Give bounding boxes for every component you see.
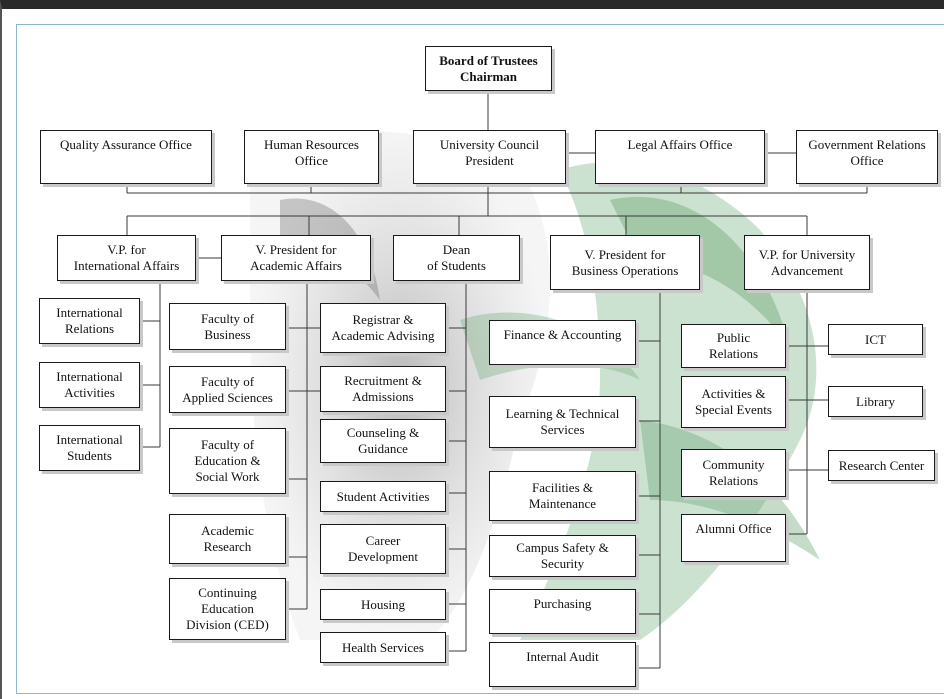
faculty-business-box: Faculty of Business — [169, 303, 286, 350]
board-of-trustees-box: Board of Trustees Chairman — [425, 46, 552, 91]
human-resources-box: Human Resources Office — [244, 130, 379, 184]
research-center-box: Research Center — [828, 450, 935, 481]
counseling-box: Counseling & Guidance — [320, 419, 446, 463]
learning-technical-box: Learning & Technical Services — [489, 396, 636, 448]
quality-assurance-box: Quality Assurance Office — [40, 130, 212, 184]
faculty-applied-sciences-box: Faculty of Applied Sciences — [169, 366, 286, 413]
government-relations-box: Government Relations Office — [796, 130, 938, 184]
academic-research-box: Academic Research — [169, 514, 286, 564]
career-development-box: Career Development — [320, 524, 446, 574]
vp-academic-box: V. President for Academic Affairs — [221, 235, 371, 281]
internal-audit-box: Internal Audit — [489, 642, 636, 687]
special-events-box: Activities & Special Events — [681, 376, 786, 428]
continuing-education-box: Continuing Education Division (CED) — [169, 578, 286, 640]
chart-panel — [16, 24, 944, 694]
housing-box: Housing — [320, 589, 446, 620]
legal-affairs-box: Legal Affairs Office — [595, 130, 765, 184]
vp-advancement-box: V.P. for University Advancement — [744, 235, 870, 290]
finance-accounting-box: Finance & Accounting — [489, 320, 636, 365]
alumni-office-box: Alumni Office — [681, 514, 786, 562]
community-relations-box: Community Relations — [681, 449, 786, 497]
dean-of-students-box: Dean of Students — [393, 235, 520, 281]
purchasing-box: Purchasing — [489, 589, 636, 634]
international-relations-box: International Relations — [39, 298, 140, 344]
recruitment-box: Recruitment & Admissions — [320, 366, 446, 412]
registrar-box: Registrar & Academic Advising — [320, 303, 446, 353]
facilities-maintenance-box: Facilities & Maintenance — [489, 471, 636, 521]
student-activities-box: Student Activities — [320, 481, 446, 512]
international-activities-box: International Activities — [39, 362, 140, 408]
international-students-box: International Students — [39, 425, 140, 471]
health-services-box: Health Services — [320, 632, 446, 663]
library-box: Library — [828, 386, 923, 417]
faculty-education-box: Faculty of Education & Social Work — [169, 428, 286, 494]
vp-international-box: V.P. for International Affairs — [57, 235, 196, 281]
university-council-box: University Council President — [413, 130, 566, 184]
public-relations-box: Public Relations — [681, 324, 786, 368]
vp-business-box: V. President for Business Operations — [550, 235, 700, 290]
ict-box: ICT — [828, 324, 923, 355]
campus-safety-box: Campus Safety & Security — [489, 535, 636, 577]
